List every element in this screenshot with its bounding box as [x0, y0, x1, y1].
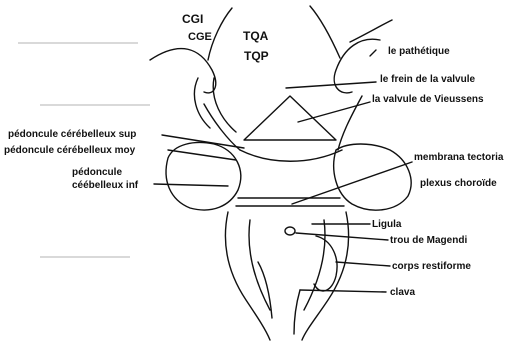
leader-ped-moy	[168, 150, 236, 160]
leader-frein	[286, 82, 376, 88]
label-valvule-vieussens: la valvule de Vieussens	[372, 94, 484, 105]
faint-text-line	[40, 256, 130, 258]
restiform-body	[314, 236, 337, 291]
label-pedoncule-inf-1a: péd	[72, 167, 90, 178]
label-membrana-tectoria: membrana tectoria	[414, 152, 503, 163]
clava-right	[294, 290, 300, 334]
leader-valvule	[298, 102, 370, 122]
label-pedoncule-sup: pédoncule cérébelleux sup	[8, 129, 136, 140]
leader-pathetique	[370, 50, 376, 56]
horizontal-band	[236, 198, 344, 206]
velum-curve	[240, 150, 342, 161]
leader-magendi	[296, 233, 388, 240]
right-band	[338, 96, 362, 150]
label-trou-magendi: trou de Magendi	[390, 235, 467, 246]
leader-membrana	[292, 162, 412, 204]
label-tqp: TQP	[244, 50, 269, 63]
right-hemisphere	[334, 144, 411, 210]
left-upper-lobe	[150, 49, 216, 93]
label-cge: CGE	[188, 31, 212, 43]
label-corps-restiforme: corps restiforme	[392, 261, 471, 272]
label-pedoncule-inf-2: céébelleux inf	[72, 180, 138, 191]
left-hemisphere	[166, 143, 241, 210]
label-pedoncule-moy: pédoncule cérébelleux moy	[4, 145, 135, 156]
label-ligula: Ligula	[372, 219, 401, 230]
obex-circle	[285, 227, 295, 235]
leader-ped-inf	[154, 184, 228, 186]
label-cgi: CGI	[182, 13, 203, 26]
label-frein-valvule: le frein de la valvule	[380, 74, 475, 85]
label-pathetique: le pathétique	[388, 46, 450, 57]
label-clava: clava	[390, 287, 415, 298]
label-pedoncule-inf-1b: oncule	[90, 167, 122, 178]
label-plexus-choroide: plexus choroïde	[420, 178, 497, 189]
central-velum	[244, 96, 336, 140]
faint-text-line	[40, 104, 150, 106]
faint-text-line	[18, 42, 138, 44]
label-pedoncule-inf-1: pédoncule	[72, 167, 122, 178]
midbrain-right-edge	[310, 6, 340, 58]
medulla-left-outer	[225, 212, 270, 340]
label-tqa: TQA	[243, 30, 268, 43]
